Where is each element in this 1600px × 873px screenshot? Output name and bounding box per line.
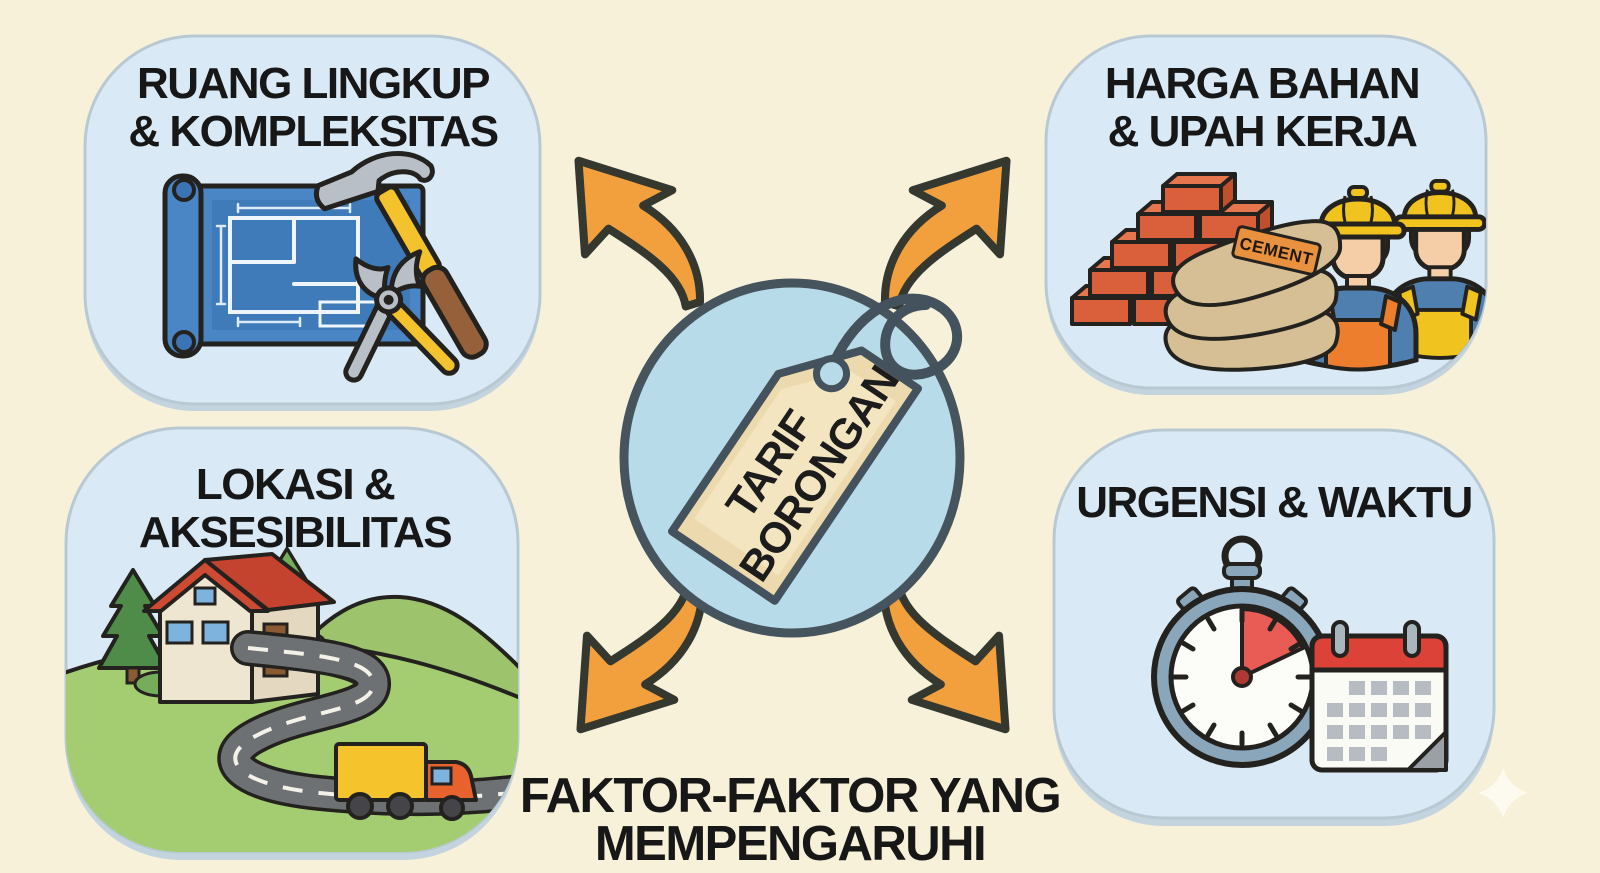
title-bottom-right-line1: URGENSI & WAKTU bbox=[1076, 478, 1472, 527]
calendar-icon bbox=[1309, 620, 1449, 773]
tag-string-icon bbox=[825, 293, 963, 380]
footer-title-line2: MEMPENGARUHI bbox=[595, 817, 985, 871]
pliers-icon bbox=[343, 249, 460, 383]
stopwatch-icon bbox=[1151, 535, 1333, 768]
location-illustration bbox=[66, 546, 518, 852]
title-bottom-left-line1: LOKASI & bbox=[196, 460, 395, 509]
title-top-right-line1: HARGA BAHAN bbox=[1105, 59, 1419, 108]
footer-title-line1: FAKTOR-FAKTOR YANG bbox=[520, 769, 1060, 823]
title-bottom-left-line2: AKSESIBILITAS bbox=[139, 508, 451, 557]
calendar-grid bbox=[1327, 681, 1431, 761]
hammer-icon bbox=[313, 151, 489, 360]
sparkle-icon bbox=[1478, 768, 1528, 818]
price-tag-icon: TARIF BORONGAN bbox=[668, 293, 963, 605]
blueprint-illustration bbox=[162, 151, 489, 383]
title-top-left-line2: & KOMPLEKSITAS bbox=[128, 107, 497, 156]
cement-bags-icon: CEMENT bbox=[1159, 208, 1351, 374]
title-top-right-line2: & UPAH KERJA bbox=[1108, 107, 1418, 156]
urgency-illustration bbox=[1151, 535, 1449, 773]
materials-labor-illustration: CEMENT bbox=[1070, 172, 1486, 374]
title-top-left-line1: RUANG LINGKUP bbox=[137, 59, 489, 108]
truck-icon bbox=[334, 742, 478, 821]
